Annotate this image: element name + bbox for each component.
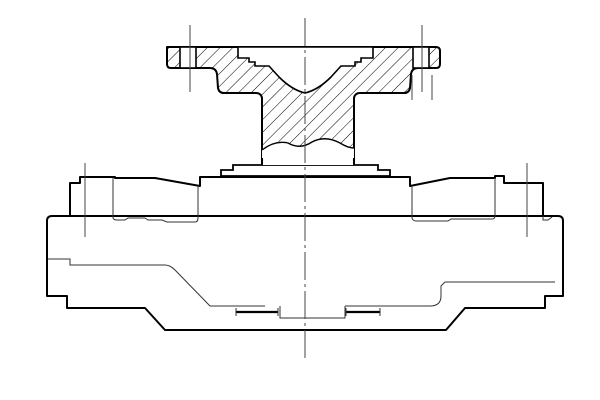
- thin-edge-line: [542, 216, 553, 221]
- thin-edge-line: [112, 178, 199, 223]
- thin-edge-line: [279, 306, 346, 319]
- bolt-hole: [412, 46, 430, 69]
- center-axes: [84, 18, 528, 360]
- thin-edge-line: [411, 178, 496, 222]
- flange-section: [166, 46, 441, 165]
- thin-edge-line: [345, 281, 555, 307]
- hidden-edge-lines: [48, 178, 555, 319]
- housing-outline: [46, 175, 564, 331]
- bolt-hole: [179, 46, 197, 69]
- shaft-sides: [261, 158, 355, 165]
- housing-body: [46, 164, 564, 331]
- shaft-collar: [220, 164, 391, 177]
- shaft-break-fill: [262, 138, 354, 165]
- shaft-break-line: [261, 138, 355, 151]
- flange-hatched-section: [166, 46, 441, 159]
- thin-edge-line: [48, 258, 265, 307]
